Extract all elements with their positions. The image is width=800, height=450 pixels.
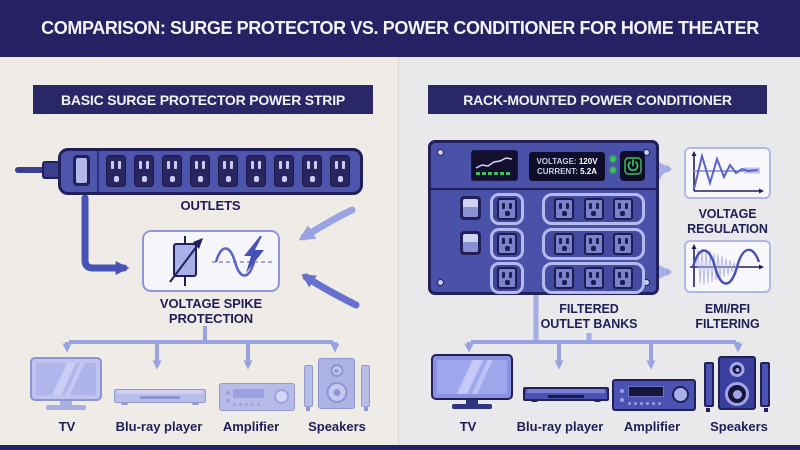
current-label: CURRENT:: [536, 166, 578, 176]
surge-arrow-upper-icon: [298, 206, 356, 241]
device-label-amp: Amplifier: [623, 419, 681, 434]
amplifier-icon: [219, 383, 295, 411]
outlet-icon: [302, 155, 322, 187]
outlets-label: OUTLETS: [180, 198, 241, 213]
voltage-value: 120V: [578, 156, 598, 166]
outlet-bank: [542, 228, 645, 260]
strip-divider: [97, 151, 99, 192]
tv-icon: [431, 354, 513, 409]
bluray-player-icon: [523, 387, 609, 402]
power-strip-illustration: [58, 148, 363, 195]
protection-symbols: [169, 236, 274, 286]
outlet-icon: [190, 155, 210, 187]
page-title: COMPARISON: SURGE PROTECTOR VS. POWER CO…: [41, 18, 759, 38]
device-label-tv: TV: [58, 419, 76, 434]
outlet-bank: [542, 262, 645, 294]
outlet-icon: [330, 155, 350, 187]
voltage-label: VOLTAGE:: [536, 156, 577, 166]
left-panel-header: BASIC SURGE PROTECTOR POWER STRIP: [33, 85, 373, 114]
title-banner: COMPARISON: SURGE PROTECTOR VS. POWER CO…: [0, 0, 800, 57]
tv-icon: [30, 357, 102, 410]
emi-filtering-label: EMI/RFI FILTERING: [695, 302, 760, 331]
meter-display-icon: [471, 150, 518, 181]
outlet-icon: [274, 155, 294, 187]
rack-header-strip: [431, 143, 656, 190]
voltage-regulation-label: VOLTAGE REGULATION: [687, 207, 768, 236]
power-button-icon: [620, 151, 645, 181]
device-label-amp: Amplifier: [222, 419, 280, 434]
device-label-tv: TV: [459, 419, 477, 434]
screw-icon: [437, 149, 444, 156]
outlet-icon: [162, 155, 182, 187]
outlet-icon: [106, 155, 126, 187]
outlet-icon: [134, 155, 154, 187]
right-panel-header-label: RACK-MOUNTED POWER CONDITIONER: [463, 91, 732, 108]
single-outlet: [490, 193, 524, 225]
rocker-switch-icon: [460, 196, 481, 220]
strip-outlet-row: [106, 155, 350, 187]
led-indicator: [610, 167, 616, 173]
single-outlet: [490, 262, 524, 294]
outlet-icon: [246, 155, 266, 187]
screw-icon: [437, 279, 444, 286]
left-branch-arrows: [62, 326, 340, 370]
single-outlet: [490, 228, 524, 260]
device-label-spk: Speakers: [710, 419, 768, 434]
emi-filtering-graph-icon: [684, 240, 771, 293]
sine-wave-icon: [212, 247, 274, 277]
bottom-strip: [0, 445, 800, 450]
led-indicator: [610, 156, 616, 162]
outlet-icon: [218, 155, 238, 187]
protection-label: VOLTAGE SPIKE PROTECTION: [159, 296, 263, 326]
amplifier-icon: [612, 379, 696, 411]
left-panel-header-label: BASIC SURGE PROTECTOR POWER STRIP: [60, 91, 346, 108]
device-label-bluray: Blu-ray player: [115, 419, 203, 434]
voltage-spike-protection-box: [142, 230, 280, 292]
rocker-switch-icon: [460, 231, 481, 255]
lightning-icon: [244, 236, 264, 273]
varistor-icon: [169, 236, 203, 286]
surge-protector-panel: BASIC SURGE PROTECTOR POWER STRIP: [0, 57, 398, 445]
power-conditioner-rack: VOLTAGE: 120V CURRENT: 5.2A: [428, 140, 659, 295]
device-label-bluray: Blu-ray player: [516, 419, 604, 434]
right-panel-header: RACK-MOUNTED POWER CONDITIONER: [428, 85, 767, 114]
power-strip-switch-icon: [73, 155, 90, 186]
surge-arrow-lower-icon: [301, 273, 360, 309]
bluray-player-icon: [114, 389, 206, 405]
device-label-spk: Speakers: [308, 419, 366, 434]
outlet-banks-label: FILTERED OUTLET BANKS: [540, 302, 638, 331]
power-conditioner-panel: RACK-MOUNTED POWER CONDITIONER: [398, 57, 800, 445]
voltage-regulation-graph-icon: [684, 147, 771, 199]
outlet-bank: [542, 193, 645, 225]
voltage-current-display: VOLTAGE: 120V CURRENT: 5.2A: [529, 152, 605, 181]
current-value: 5.2A: [580, 166, 598, 176]
speakers-icon: [704, 356, 770, 412]
speakers-icon: [304, 358, 370, 411]
